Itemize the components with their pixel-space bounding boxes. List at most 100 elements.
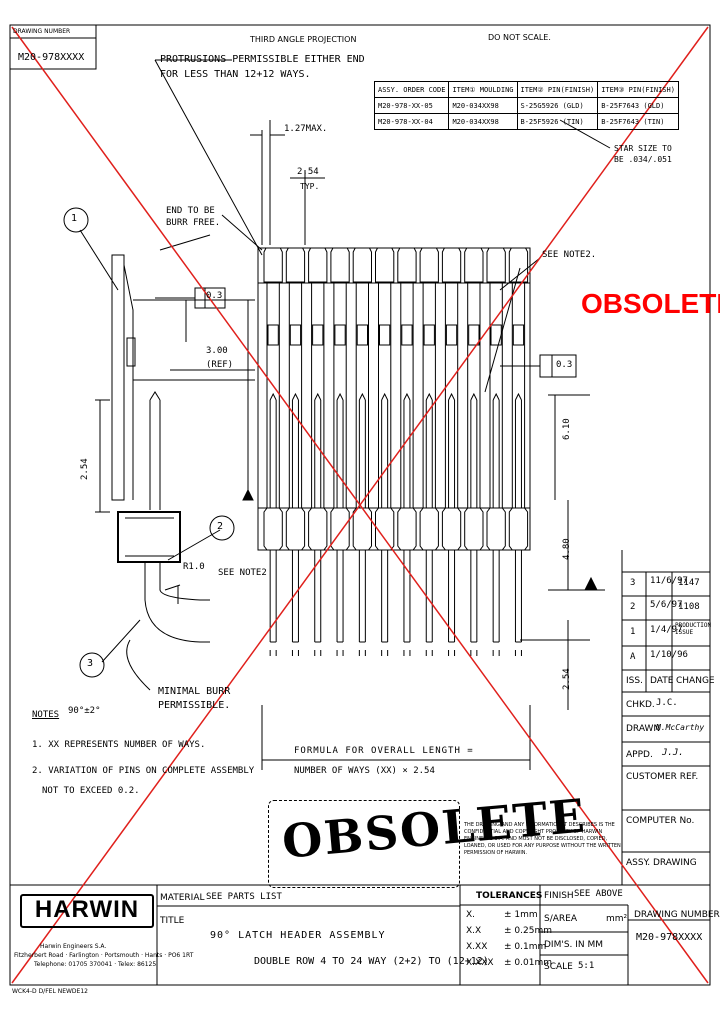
appd-value: J.J. <box>662 748 684 758</box>
rev-header-change: CHANGE <box>676 676 715 686</box>
see-note2-side: SEE NOTE2 <box>218 568 267 578</box>
rev-header-date: DATE <box>650 676 674 686</box>
pin-column <box>467 282 481 509</box>
pin-column <box>308 507 328 551</box>
pin-column <box>515 392 522 401</box>
pin-column <box>486 247 506 283</box>
pin-column <box>358 392 366 401</box>
item-balloon-1: 1 <box>71 213 78 224</box>
pin-column <box>512 324 525 346</box>
pin-column <box>378 282 392 509</box>
finish-label: FINISH <box>544 891 574 901</box>
harwin-logo: HARWIN <box>20 894 154 928</box>
item-balloon-2: 2 <box>217 521 224 532</box>
title-line-1: 90° LATCH HEADER ASSEMBLY <box>210 930 386 941</box>
sarea-unit: mm² <box>606 914 628 924</box>
pin-column <box>419 507 439 551</box>
company-address: Fitzherbert Road · Farlington · Portsmou… <box>14 952 194 959</box>
formula-line-1: FORMULA FOR OVERALL LENGTH = <box>294 746 474 756</box>
do-not-scale-label: DO NOT SCALE. <box>488 33 551 42</box>
assy-header-moulding: ITEM① MOULDING <box>448 81 518 98</box>
finish-value: SEE ABOVE <box>574 889 623 899</box>
pin-column <box>333 282 347 509</box>
pin-column <box>486 507 506 551</box>
dim-2-54-typ: 2.54 <box>297 167 319 177</box>
obsolete-red-label: OBSOLETE <box>581 288 720 319</box>
dim-1-27-max: 1.27MAX. <box>284 124 328 134</box>
protrusions-callout: PROTRUSIONS PERMISSIBLE EITHER END FOR L… <box>160 54 365 80</box>
obsolete-stamp-frame <box>268 800 460 888</box>
pin-column <box>470 392 478 401</box>
company-phone: Telephone: 01705 370041 · Telex: 86125 <box>34 961 157 968</box>
rev-date: 1/10/96 <box>650 650 688 660</box>
dims-label: DIM'S. IN MM <box>544 940 604 950</box>
assy-cell: B-25F7643 (GLD) <box>597 97 679 114</box>
dim-r1-0: R1.0 <box>183 562 205 572</box>
title-line-2: DOUBLE ROW 4 TO 24 WAY (2+2) TO (12+12) <box>254 956 489 967</box>
pin-column <box>425 392 433 401</box>
pin-column <box>355 282 370 509</box>
dim-2-54-side: 2.54 <box>562 668 572 690</box>
pin-column <box>468 324 480 346</box>
drawing-number-value: M20-978XXXX <box>18 52 85 63</box>
pin-column <box>490 324 502 346</box>
pin-column <box>312 324 324 346</box>
pin-column <box>445 324 458 346</box>
scale-label: SCALE <box>544 962 573 972</box>
rev-date: 5/6/97 <box>650 600 683 610</box>
pin-column <box>267 324 279 346</box>
drawn-value: M.McCarthy <box>656 723 705 732</box>
dim-ref: (REF) <box>206 360 234 370</box>
sarea-label: S/AREA <box>544 914 577 924</box>
dim-0-3-right: 0.3 <box>556 360 573 370</box>
pin-column <box>330 247 350 283</box>
pin-column <box>508 247 529 283</box>
formula-line-2: NUMBER OF WAYS (XX) × 2.54 <box>294 766 435 776</box>
rev-iss: 3 <box>630 578 636 588</box>
pin-column <box>292 392 299 401</box>
pin-column <box>444 282 459 509</box>
pin-column <box>288 282 303 509</box>
rev-change: 1108 <box>678 602 700 612</box>
pin-column <box>379 324 391 346</box>
pin-column <box>285 507 306 551</box>
tol-value: ± 0.1mm <box>504 942 547 952</box>
tol-key: X.X <box>466 926 482 936</box>
assy-header-pin2: ITEM② PIN(FINISH) <box>516 81 599 98</box>
end-burr-free-callout: END TO BE BURR FREE. <box>166 206 221 228</box>
pin-column <box>508 507 529 551</box>
rev-change: 1147 <box>678 578 700 588</box>
dim-angle: 90°±2° <box>68 706 101 716</box>
pin-column <box>397 247 417 283</box>
tol-key: X. <box>466 910 476 920</box>
assy-cell: B-25F7643 (TIN) <box>597 113 679 130</box>
note-1: 1. XX REPRESENTS NUMBER OF WAYS. <box>32 740 206 750</box>
pin-column <box>266 282 280 509</box>
pin-column <box>334 324 346 346</box>
dim-3-00: 3.00 <box>206 346 228 356</box>
pin-column <box>314 392 322 401</box>
material-value: SEE PARTS LIST <box>206 892 282 902</box>
tol-value: ± 1mm <box>504 910 538 920</box>
title-label: TITLE <box>160 916 185 926</box>
copyright-notice: THE DRAWING AND ANY INFORMATION IT DESCR… <box>464 822 621 856</box>
pin-column <box>375 507 395 551</box>
pin-column <box>441 247 462 283</box>
pin-column <box>423 324 435 346</box>
pin-column <box>352 507 372 551</box>
material-label: MATERIAL <box>160 893 205 903</box>
dim-6-10: 6.10 <box>562 418 572 440</box>
assy-cell: B-25F5926 (TIN) <box>516 113 599 130</box>
assy-header-code: ASSY. ORDER CODE <box>373 81 450 98</box>
item-balloon-3: 3 <box>87 658 94 669</box>
pin-column <box>381 392 389 401</box>
assy-cell: M20-978-XX-04 <box>373 113 450 130</box>
customer-ref-label: CUSTOMER REF. <box>626 772 699 782</box>
rev-date: 11/6/97 <box>650 576 688 586</box>
assy-cell: M20-034XX98 <box>448 97 518 114</box>
title-drawing-number-label: DRAWING NUMBER <box>634 910 720 920</box>
pin-column <box>285 247 306 283</box>
projection-label: THIRD ANGLE PROJECTION <box>250 35 357 44</box>
table-row: M20-978-XX-05 M20-034XX98 S-25G5926 (GLD… <box>373 97 679 114</box>
